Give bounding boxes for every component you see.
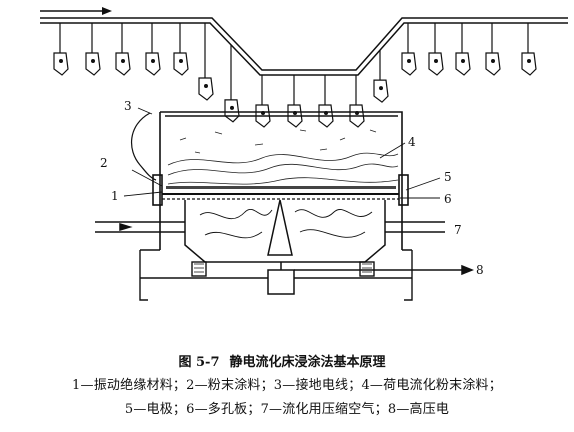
label-1: 1 — [111, 189, 119, 203]
workpiece — [373, 79, 389, 103]
figure-title: 静电流化床浸涂法基本原理 — [229, 355, 386, 370]
workpiece — [318, 104, 334, 128]
powder-coating-layer — [166, 186, 396, 189]
workpiece-hangers — [53, 23, 537, 128]
workpiece — [401, 52, 417, 76]
workpiece-hole — [434, 59, 438, 63]
workpiece — [145, 52, 161, 76]
porous-plate — [162, 193, 399, 200]
workpiece — [428, 52, 444, 76]
figure-caption: 图 5-7 静电流化床浸涂法基本原理 — [0, 351, 574, 370]
workpiece — [115, 52, 131, 76]
label-8: 8 — [476, 263, 484, 277]
legend-line-2: 5—电极；6—多孔板；7—流化用压缩空气；8—高压电 — [124, 402, 450, 417]
workpiece-hole — [59, 59, 63, 63]
workpiece — [198, 77, 214, 101]
label-7: 7 — [454, 223, 462, 237]
workpiece — [224, 99, 240, 123]
figure-number: 图 5-7 — [178, 355, 220, 370]
workpiece-hole — [179, 59, 183, 63]
workpiece-hole — [121, 59, 125, 63]
workpiece-hole — [379, 86, 383, 91]
legend-line-1: 1—振动绝缘材料；2—粉末涂料；3—接地电线；4—荷电流化粉末涂料； — [72, 378, 502, 393]
workpiece-hole — [230, 105, 234, 110]
workpiece — [85, 52, 101, 76]
label-5: 5 — [444, 170, 452, 184]
workpiece — [521, 52, 537, 76]
workpiece — [53, 52, 69, 76]
label-3: 3 — [124, 99, 132, 113]
workpiece — [173, 52, 189, 76]
workpiece-hole — [527, 59, 531, 63]
charged-fluidized-powder — [167, 129, 399, 185]
workpiece — [287, 104, 303, 128]
label-2: 2 — [100, 156, 108, 170]
workpiece — [349, 104, 365, 128]
workpiece — [485, 52, 501, 76]
conveyor-direction-arrow — [40, 7, 112, 15]
workpiece — [255, 104, 271, 128]
high-voltage-lead — [294, 264, 475, 276]
tank-body — [152, 111, 409, 250]
workpiece-hole — [461, 59, 465, 63]
workpiece — [455, 52, 471, 76]
electrostatic-fluidized-bed-diagram: 3 4 2 1 5 6 7 8 — [40, 7, 568, 301]
label-4: 4 — [408, 135, 416, 149]
compressed-air-pipes — [95, 221, 445, 233]
conveyor-rail — [40, 17, 568, 76]
leader-lines — [123, 107, 441, 199]
workpiece-hole — [491, 59, 495, 63]
workpiece-hole — [204, 84, 208, 88]
workpiece-hole — [151, 59, 155, 63]
vibrator-unit — [267, 262, 295, 295]
air-chamber — [184, 199, 386, 263]
label-6: 6 — [444, 192, 452, 206]
workpiece-hole — [407, 59, 411, 63]
ground-wire — [130, 112, 157, 181]
workpiece-hole — [91, 59, 95, 63]
